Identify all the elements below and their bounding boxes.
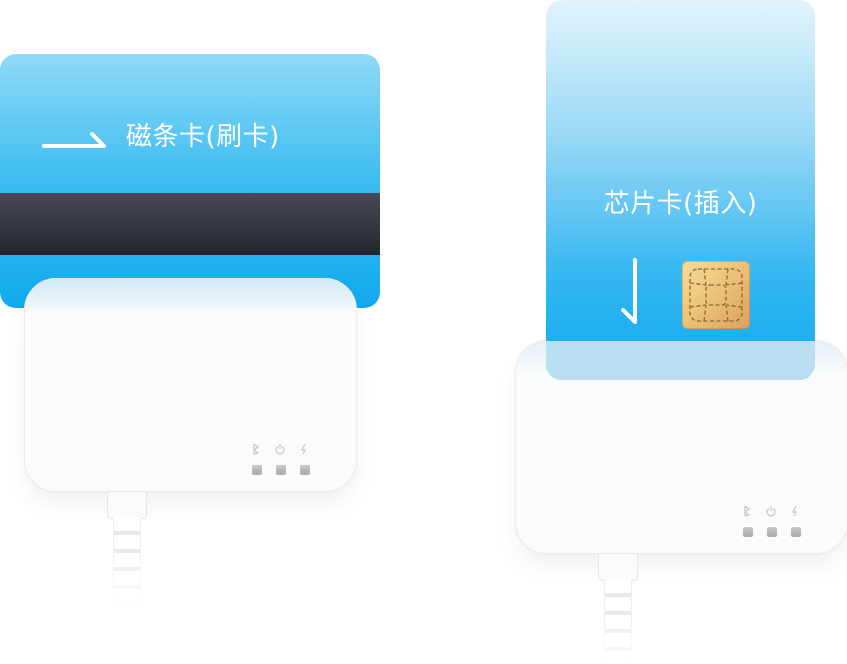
reader-indicator-icons xyxy=(251,443,309,455)
card-reader-swipe xyxy=(24,278,357,492)
reader-indicator-icons xyxy=(742,505,800,517)
swipe-right-arrow-icon xyxy=(42,132,106,148)
emv-chip-icon xyxy=(682,261,750,329)
chip-card: 芯片卡(插入) xyxy=(546,0,815,380)
reader-led-row xyxy=(743,527,801,537)
charge-icon xyxy=(301,443,306,455)
status-led xyxy=(300,465,310,475)
power-icon xyxy=(766,506,776,517)
status-led xyxy=(791,527,801,537)
audio-jack-pin xyxy=(113,517,141,607)
magstripe-card-label: 磁条卡(刷卡) xyxy=(126,122,280,152)
status-led xyxy=(767,527,777,537)
status-led xyxy=(276,465,286,475)
charge-icon xyxy=(792,505,797,517)
power-icon xyxy=(275,444,285,455)
status-led xyxy=(743,527,753,537)
bluetooth-icon xyxy=(253,443,260,455)
magnetic-stripe xyxy=(0,193,380,255)
audio-plug-neck xyxy=(598,553,638,581)
audio-plug-neck xyxy=(107,491,147,519)
chip-card-inserted-part xyxy=(546,341,815,380)
magstripe-card: 磁条卡(刷卡) xyxy=(0,54,380,308)
chip-card-label: 芯片卡(插入) xyxy=(603,189,758,219)
reader-led-row xyxy=(252,465,310,475)
down-arrow-icon xyxy=(621,258,637,324)
status-led xyxy=(252,465,262,475)
audio-jack-pin xyxy=(604,579,632,664)
bluetooth-icon xyxy=(744,505,751,517)
